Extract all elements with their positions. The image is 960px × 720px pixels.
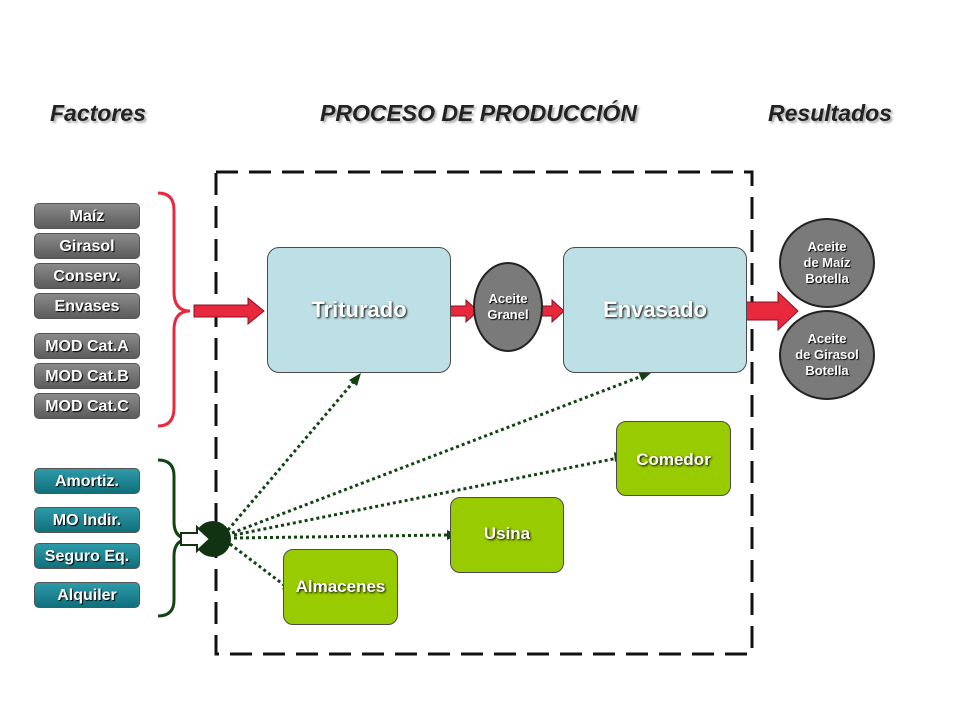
result-maiz-line-1: Aceite (807, 239, 847, 254)
line-to-triturado (226, 379, 357, 531)
factor-girasol: Girasol (34, 233, 140, 259)
result-girasol-line-2: de Girasol (795, 347, 859, 362)
result-girasol-line-1: Aceite (807, 331, 847, 346)
process-envasado: Envasado (563, 247, 747, 373)
input-arrow (193, 296, 265, 326)
service-almacenes: Almacenes (283, 549, 398, 625)
factor-mod-cat-b: MOD Cat.B (34, 363, 140, 389)
process-triturado-label: Triturado (311, 297, 407, 322)
factor-seguro-eq: Seguro Eq. (34, 543, 140, 569)
header-proceso: PROCESO DE PRODUCCIÓN (320, 100, 637, 126)
header-factores: Factores (50, 100, 146, 126)
factor-conserv: Conserv. (34, 263, 140, 289)
service-comedor: Comedor (616, 421, 731, 496)
factor-maiz: Maíz (34, 203, 140, 229)
factor-mod-cat-a: MOD Cat.A (34, 333, 140, 359)
result-maiz-line-3: Botella (805, 271, 849, 286)
process-boundary (214, 170, 754, 656)
factor-envases: Envases (34, 293, 140, 319)
direct-factors-brace (157, 191, 191, 428)
line-to-usina (233, 533, 449, 540)
line-to-envasado (231, 374, 643, 535)
result-girasol-line-3: Botella (805, 363, 849, 378)
factor-alquiler: Alquiler (34, 582, 140, 608)
intermediate-aceite-granel: Aceite Granel (473, 262, 543, 352)
indirect-allocation-lines (226, 374, 643, 590)
indirect-pool-arrow (180, 524, 212, 554)
line-to-almacenes (229, 542, 289, 590)
result-maiz-line-2: de Maíz (803, 255, 851, 270)
intermediate-line-2: Granel (487, 307, 529, 322)
factor-mo-indir: MO Indir. (34, 507, 140, 533)
process-triturado: Triturado (267, 247, 451, 373)
factor-amortiz: Amortiz. (34, 468, 140, 494)
factor-mod-cat-c: MOD Cat.C (34, 393, 140, 419)
output-arrow (745, 290, 799, 332)
granel-arrow-in (447, 298, 479, 324)
service-almacenes-label: Almacenes (295, 577, 386, 596)
line-to-comedor (233, 456, 619, 537)
header-resultados: Resultados (768, 100, 892, 126)
result-aceite-maiz: Aceite de Maíz Botella (779, 218, 875, 308)
intermediate-line-1: Aceite (488, 291, 528, 306)
result-aceite-girasol: Aceite de Girasol Botella (779, 310, 875, 400)
service-usina-label: Usina (483, 524, 531, 543)
service-comedor-label: Comedor (636, 450, 711, 469)
process-envasado-label: Envasado (603, 297, 707, 322)
indirect-pool-circle (195, 521, 231, 557)
service-usina: Usina (450, 497, 564, 573)
